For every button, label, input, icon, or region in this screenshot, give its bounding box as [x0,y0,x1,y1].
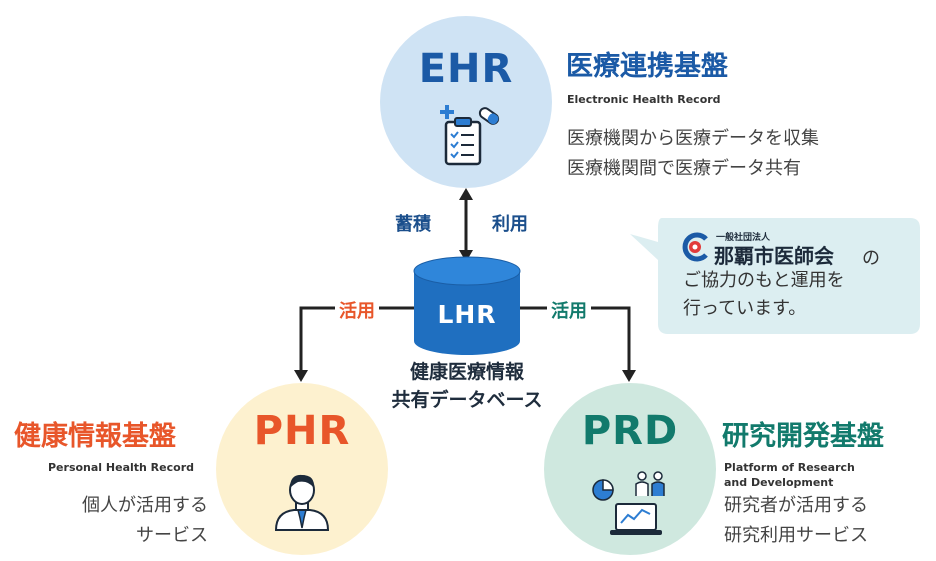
ehr-subtitle: Electronic Health Record [567,92,721,107]
arrow-head-phr [294,370,308,382]
arrow-head-up [459,188,473,200]
prd-title: 研究開発基盤 [722,421,884,452]
research-icon [592,471,665,535]
utilize-right-label: 活用 [547,297,591,323]
ehr-desc: 医療機関から医療データを収集 医療機関間で医療データ共有 [567,124,819,184]
phr-title: 健康情報基盤 [14,421,176,452]
callout-org-name: 那覇市医師会 [714,244,834,268]
medical-association-logo [681,232,709,262]
prd-subtitle-line: Platform of Research [724,461,855,474]
clipboard-icon [440,105,500,166]
ehr-code: EHR [418,46,514,92]
lhr-caption-line: 健康医療情報 [409,361,524,383]
callout-suffix: の [862,248,880,269]
callout-line: ご協力のもと運用を [683,270,845,291]
callout-line: 行っています。 [683,298,807,319]
utilize-left-label: 活用 [335,297,379,323]
prd-desc: 研究者が活用する 研究利用サービス [724,491,868,551]
database-icon [413,256,521,355]
ehr-desc-line: 医療機関から医療データを収集 [567,128,819,149]
prd-desc-line: 研究者が活用する [724,495,868,516]
prd-subtitle: Platform of Research and Development [724,460,855,490]
callout-text: ご協力のもと運用を 行っています。 [683,267,845,323]
prd-code: PRD [581,408,679,454]
ehr-desc-line: 医療機関間で医療データ共有 [567,158,801,179]
use-label: 利用 [492,214,528,235]
ehr-subtitle-text: Electronic Health Record [567,93,721,106]
phr-subtitle: Personal Health Record [48,461,194,474]
callout-bubble [630,218,920,334]
ehr-title: 医療連携基盤 [566,51,728,82]
prd-subtitle-line: and Development [724,476,834,489]
callout-org-small: 一般社団法人 [716,233,771,243]
phr-desc-line: サービス [136,525,208,546]
lhr-code: LHR [437,300,497,329]
phr-desc-line: 個人が活用する [82,495,208,516]
phr-desc: 個人が活用する サービス [40,491,208,551]
arrow-head-down [459,250,473,262]
prd-desc-line: 研究利用サービス [724,525,868,546]
person-icon [274,474,330,531]
store-label: 蓄積 [395,214,431,235]
lhr-caption-line: 共有データベース [391,389,543,411]
lhr-caption: 健康医療情報 共有データベース [360,358,574,414]
arrow-head-prd [622,370,636,382]
phr-code: PHR [253,408,351,454]
